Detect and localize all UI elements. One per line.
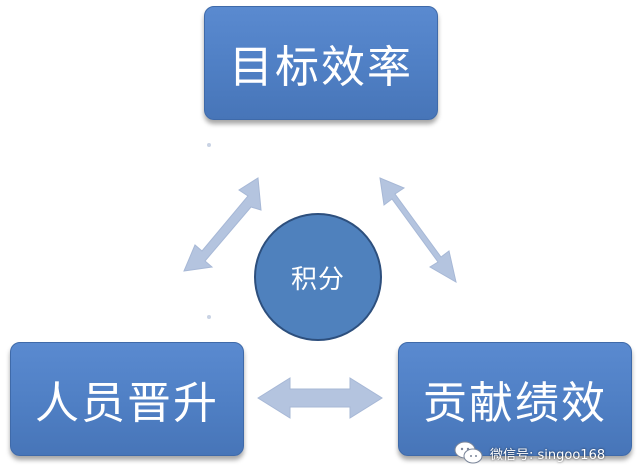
arrow-left-right [257, 377, 383, 419]
node-contribution-performance: 贡献绩效 [398, 342, 632, 456]
wechat-icon [454, 441, 483, 464]
decorative-dot [207, 143, 211, 147]
arrow-top-left [183, 177, 262, 272]
node-staff-promotion: 人员晋升 [10, 342, 244, 456]
center-circle-points: 积分 [254, 213, 382, 341]
node-target-efficiency: 目标效率 [204, 6, 438, 120]
watermark-text: 微信号: singoo168 [490, 447, 606, 463]
arrow-top-right [379, 177, 457, 284]
decorative-dot [207, 315, 211, 319]
watermark: 微信号: singoo168 [454, 440, 605, 466]
